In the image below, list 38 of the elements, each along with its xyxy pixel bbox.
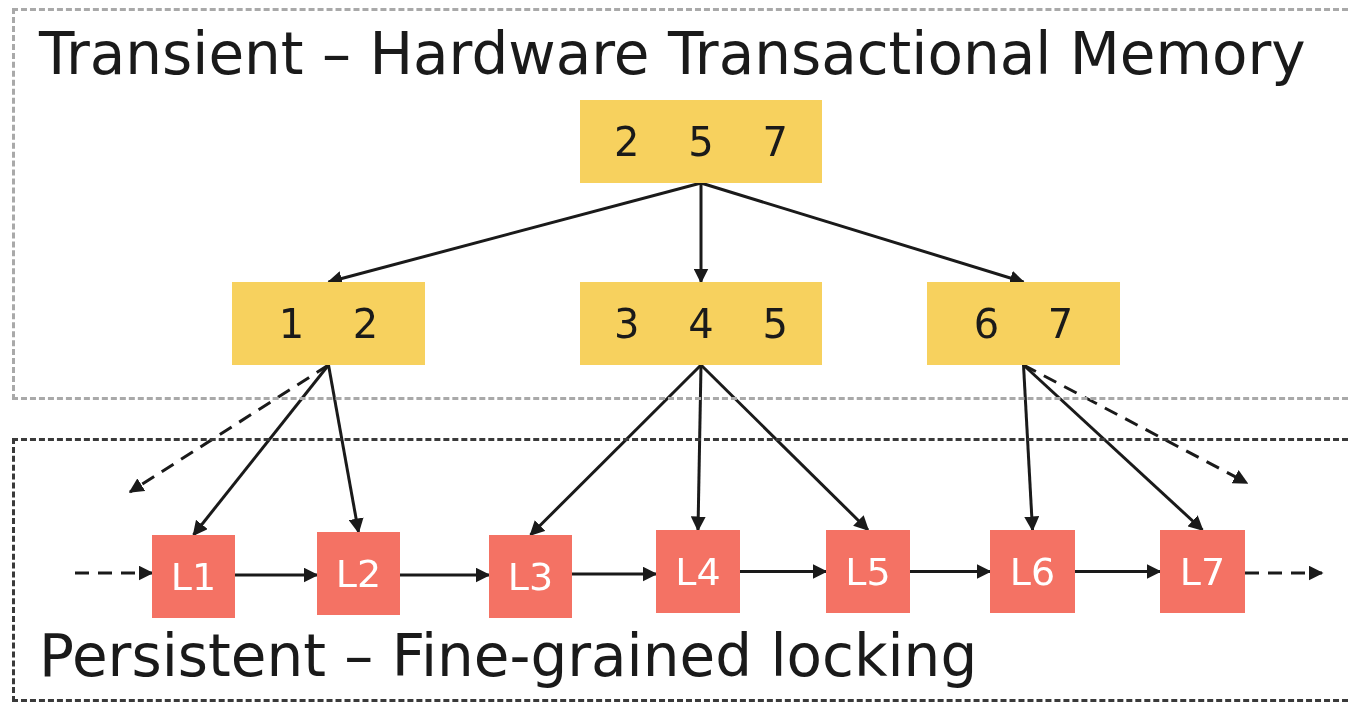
dashed-arrow	[75, 565, 154, 581]
lock-label: L5	[845, 549, 891, 594]
arrow	[690, 364, 706, 532]
arrow	[910, 564, 992, 579]
dashed-region	[12, 8, 1348, 400]
key-values: 3 4 5	[614, 300, 788, 347]
lock-label: L4	[675, 549, 721, 594]
dashed-arrow	[1245, 565, 1324, 581]
lock-label: L2	[335, 551, 382, 596]
arrow	[572, 566, 658, 582]
dashed-region	[12, 438, 1348, 702]
lock-box	[317, 532, 400, 615]
lock-box	[990, 530, 1075, 613]
key-values: 1 2	[278, 300, 379, 347]
arrow	[693, 183, 709, 284]
key-box	[580, 100, 822, 183]
arrow	[235, 567, 319, 583]
arrow	[1075, 564, 1162, 579]
lock-label: L6	[1009, 549, 1056, 594]
key-box	[927, 282, 1120, 365]
lock-label: L7	[1179, 549, 1226, 594]
arrow	[699, 363, 870, 532]
arrow	[400, 567, 491, 583]
key-box	[580, 282, 822, 365]
key-box	[232, 282, 425, 365]
lock-box	[656, 530, 740, 613]
lock-label: L3	[507, 554, 554, 599]
lock-box	[152, 535, 235, 618]
lock-label: L1	[170, 554, 217, 599]
arrow	[192, 364, 330, 537]
key-values: 2 5 7	[614, 118, 788, 165]
key-values: 6 7	[973, 300, 1074, 347]
lock-box	[489, 535, 572, 618]
arrow	[1022, 364, 1040, 532]
lock-box	[1160, 530, 1245, 613]
arrow	[740, 564, 828, 579]
arrow	[327, 364, 364, 534]
lock-box	[826, 530, 910, 613]
